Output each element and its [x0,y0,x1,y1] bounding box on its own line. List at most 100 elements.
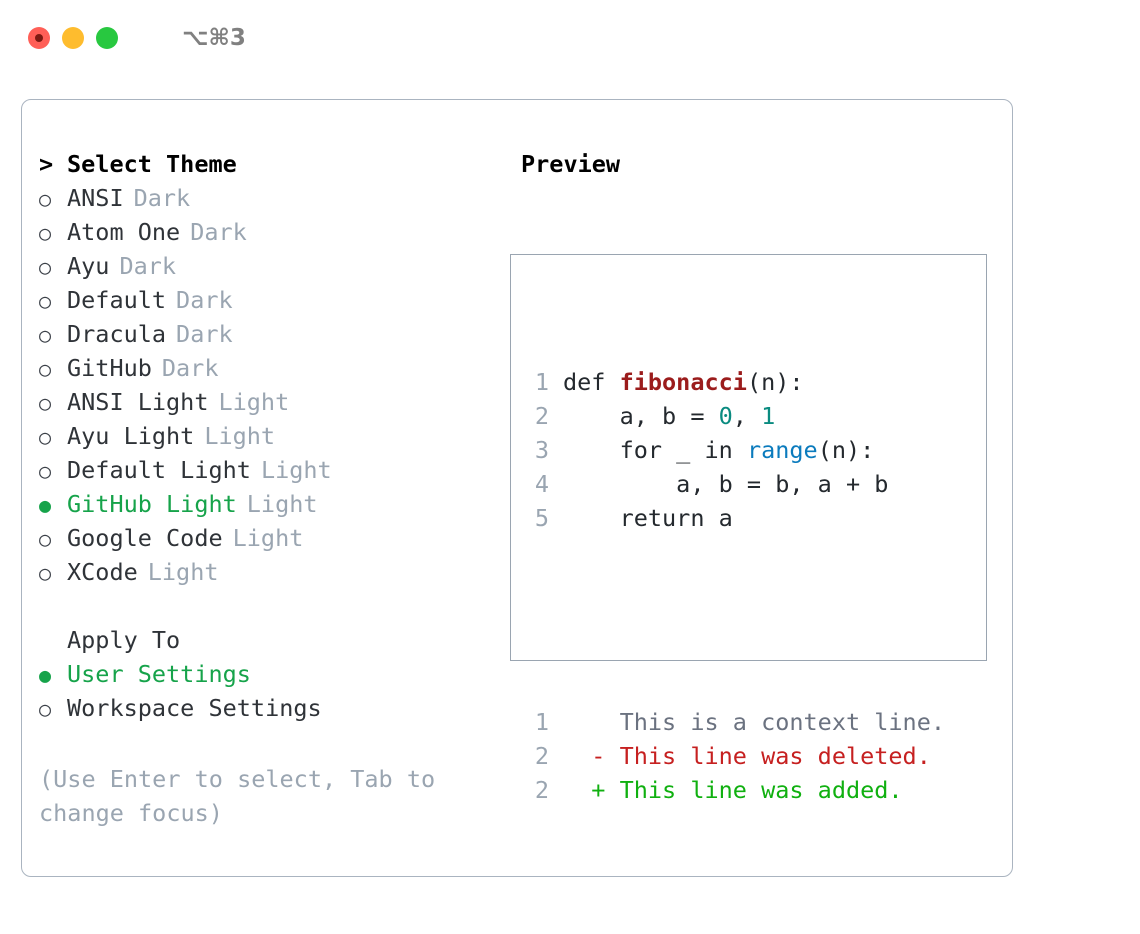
theme-name-label: Ayu [67,252,110,280]
code-token: 1 [761,402,776,430]
theme-name-label: ANSI Light [67,388,209,416]
diff-line: 2 - This line was deleted. [525,739,945,773]
code-line-text: def fibonacci(n): [563,365,804,399]
radio-unselected-icon[interactable]: ○ [39,391,52,415]
radio-unselected-icon[interactable]: ○ [39,697,52,721]
radio-unselected-icon[interactable]: ○ [39,221,52,245]
theme-name-label: Default Light [67,456,251,484]
apply-to-header: Apply To [39,626,469,660]
diff-lines: 1 This is a context line.2 - This line w… [525,705,945,807]
code-line-text: a, b = b, a + b [563,467,888,501]
code-line: 3 for _ in range(n): [525,433,945,467]
code-diff-spacer [525,603,945,637]
code-token: return a [563,504,733,532]
title-bar: ⌥⌘3 [0,0,1140,76]
theme-name-label: GitHub Light [67,490,237,518]
theme-list-item[interactable]: ○ Atom One Dark [39,218,469,252]
theme-name-label: GitHub [67,354,152,382]
code-token: def [563,368,620,396]
code-line-number: 3 [534,436,549,464]
theme-list-item[interactable]: ○ Ayu Light Light [39,422,469,456]
theme-variant-tag: Dark [133,184,191,212]
theme-name-label: Google Code [67,524,223,552]
theme-variant-tag: Light [246,490,318,518]
radio-unselected-icon[interactable]: ○ [39,357,52,381]
diff-line-number: 2 [534,776,549,804]
code-token: 0 [718,402,733,430]
code-token: (n): [746,368,804,396]
diff-line: 1 This is a context line. [525,705,945,739]
code-line-number: 4 [534,470,549,498]
preview-title: Preview [521,150,621,178]
radio-unselected-icon[interactable]: ○ [39,527,52,551]
theme-list-item[interactable]: ○ XCode Light [39,558,469,592]
code-line-number: 5 [534,504,549,532]
code-line: 2 a, b = 0, 1 [525,399,945,433]
radio-unselected-icon[interactable]: ○ [39,425,52,449]
code-token: a, b = b, a + b [563,470,889,498]
apply-to-option[interactable]: ● User Settings [39,660,469,694]
window-controls [28,27,118,49]
code-line: 4 a, b = b, a + b [525,467,945,501]
keyboard-hint: (Use Enter to select, Tab to change focu… [39,765,436,827]
minimize-button-icon[interactable] [62,27,84,49]
radio-unselected-icon[interactable]: ○ [39,459,52,483]
code-line-text: for _ in range(n): [563,433,875,467]
theme-variant-tag: Dark [119,252,177,280]
code-line-number: 2 [534,402,549,430]
close-button-icon[interactable] [28,27,50,49]
apply-to-option[interactable]: ○Workspace Settings [39,694,469,728]
theme-list-item[interactable]: ○ ANSI Dark [39,184,469,218]
theme-name-label: ANSI [67,184,124,212]
diff-line-number: 1 [534,708,549,736]
theme-variant-tag: Light [147,558,219,586]
select-theme-header: > Select Theme [39,150,469,184]
radio-unselected-icon[interactable]: ○ [39,255,52,279]
theme-list-item[interactable]: ● GitHub Light Light [39,490,469,524]
diff-line-text: This is a context line. [563,708,946,736]
zoom-button-icon[interactable] [96,27,118,49]
radio-unselected-icon[interactable]: ○ [39,289,52,313]
code-line-text: return a [563,501,733,535]
apply-to-option-label: User Settings [67,660,251,688]
diff-line-text: - This line was deleted. [563,742,931,770]
diff-line-text: + This line was added. [563,776,903,804]
theme-variant-tag: Dark [176,320,233,348]
radio-unselected-icon[interactable]: ○ [39,187,52,211]
theme-list-item[interactable]: ○ Ayu Dark [39,252,469,286]
radio-unselected-icon[interactable]: ○ [39,323,52,347]
theme-variant-tag: Dark [190,218,247,246]
code-line-text: a, b = 0, 1 [563,399,776,433]
theme-variant-tag: Dark [176,286,233,314]
diff-line: 2 + This line was added. [525,773,945,807]
radio-selected-icon[interactable]: ● [39,663,52,687]
keyboard-shortcut-label: ⌥⌘3 [182,25,246,51]
code-token: fibonacci [619,368,747,396]
code-token: , [732,402,762,430]
theme-name-label: XCode [67,558,138,586]
theme-list-item[interactable]: ○ Default Light Light [39,456,469,490]
radio-selected-icon[interactable]: ● [39,493,52,517]
code-token: (n): [817,436,875,464]
radio-unselected-icon[interactable]: ○ [39,561,52,585]
code-line: 5 return a [525,501,945,535]
theme-name-label: Ayu Light [67,422,195,450]
code-token: range [746,436,818,464]
theme-list-item[interactable]: ○ ANSI Light Light [39,388,469,422]
theme-variant-tag: Light [204,422,276,450]
theme-name-label: Atom One [67,218,181,246]
theme-variant-tag: Light [218,388,290,416]
theme-variant-tag: Light [260,456,332,484]
